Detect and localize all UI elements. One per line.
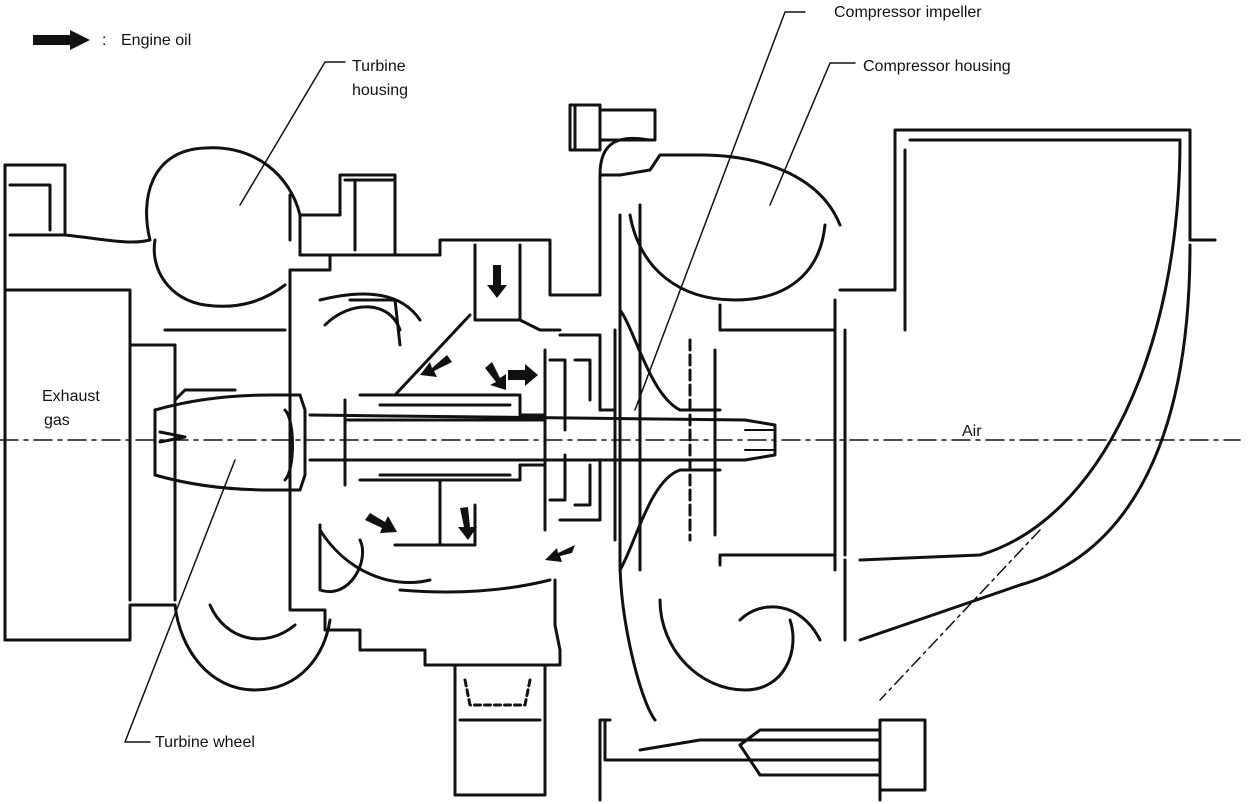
turbine-housing-label-line2: housing — [352, 82, 409, 99]
legend-separator: : — [102, 32, 107, 49]
turbine-wheel — [153, 388, 307, 492]
turbine-shaft — [308, 413, 777, 462]
air-intake-elbow — [838, 128, 1217, 642]
oil-arrow-icon — [485, 362, 506, 390]
legend-engine-oil-label: Engine oil — [121, 32, 192, 49]
thrust-bearing-assembly — [543, 333, 617, 532]
exhaust-gas-label-line1: Exhaust — [42, 388, 100, 405]
turbine-exhaust-flange — [3, 163, 177, 642]
exhaust-gas-label-line2: gas — [44, 412, 70, 429]
center-bearing-housing — [288, 173, 622, 667]
turbine-wheel-label: Turbine wheel — [155, 734, 255, 751]
oil-arrow-icon — [508, 364, 538, 386]
oil-arrow-icon — [420, 355, 452, 377]
legend-arrow-icon — [33, 30, 90, 50]
compressor-housing-outline — [598, 136, 882, 802]
oil-arrow-icon — [365, 513, 397, 533]
oil-drain-fitting — [453, 663, 547, 797]
top-bolts — [343, 103, 657, 182]
air-label: Air — [962, 423, 982, 440]
oil-flow-arrows — [365, 265, 575, 562]
compressor-impeller-label: Compressor impeller — [834, 4, 982, 21]
compressor-housing-label: Compressor housing — [863, 58, 1011, 75]
oil-arrow-icon — [545, 545, 575, 562]
turbine-housing-label-line1: Turbine — [352, 58, 406, 75]
oil-arrow-icon — [458, 507, 477, 540]
oil-arrow-icon — [487, 265, 507, 298]
leader-lines — [124, 11, 1041, 743]
bottom-bolt — [738, 718, 927, 802]
